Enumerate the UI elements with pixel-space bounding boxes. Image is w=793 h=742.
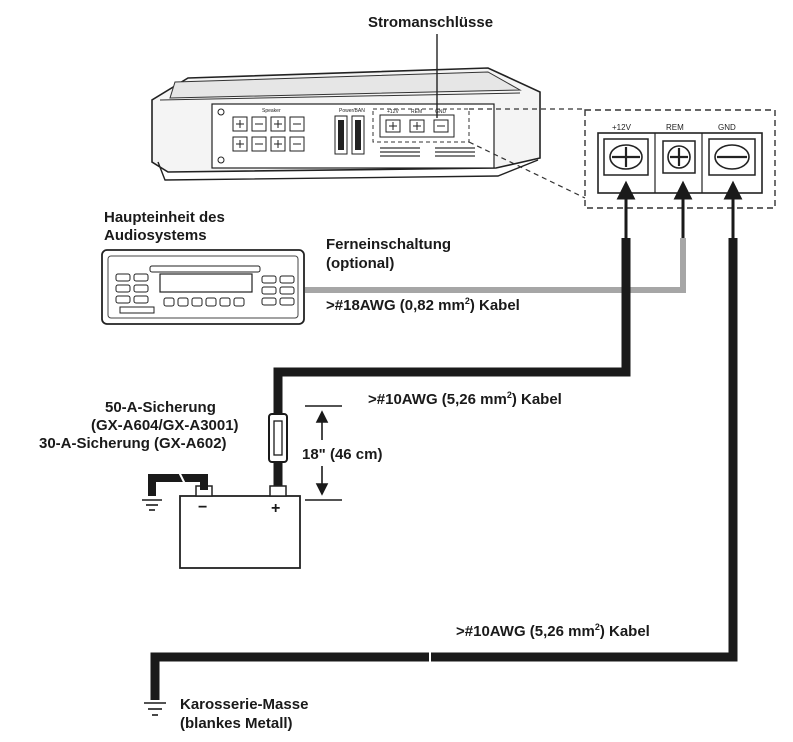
remote-wire — [305, 238, 686, 293]
ground-cable-label: >#10AWG (5,26 mm2) Kabel — [456, 622, 650, 640]
chassis-label-line1: Karosserie-Masse — [180, 696, 308, 713]
amp-small-gnd: GND — [435, 109, 447, 115]
battery — [179, 485, 301, 569]
head-unit-label-line1: Haupteinheit des — [104, 209, 225, 226]
power-cable-label: >#10AWG (5,26 mm2) Kabel — [368, 390, 562, 408]
remote-label-line1: Ferneinschaltung — [326, 236, 451, 253]
remote-label-line2: (optional) — [326, 255, 394, 272]
chassis-label-line2: (blankes Metall) — [180, 715, 293, 732]
amp-small-rem: REM — [411, 109, 422, 115]
head-unit — [101, 249, 305, 325]
fuse-label-line1: 50-A-Sicherung — [105, 399, 216, 416]
amp-speaker-terminals — [232, 116, 305, 152]
battery-ground-icon — [142, 499, 162, 511]
terminal-rem-label: REM — [666, 123, 684, 132]
inline-fuse — [268, 413, 288, 463]
amp-speaker-label: Speaker — [262, 108, 281, 114]
battery-ground-wire — [148, 474, 208, 496]
chassis-ground-icon — [144, 702, 166, 716]
battery-minus: − — [198, 499, 207, 516]
battery-ground-wire-break — [177, 469, 187, 487]
terminal-gnd-label: GND — [718, 123, 736, 132]
fuse-label-line2: (GX-A604/GX-A3001) — [91, 417, 239, 434]
amp-power-terminals — [379, 114, 455, 138]
terminal-highlight-box — [372, 108, 470, 143]
remote-cable-label: >#18AWG (0,82 mm2) Kabel — [326, 296, 520, 314]
amp-fuses — [334, 115, 365, 155]
terminal-12v-label: +12V — [612, 123, 632, 132]
zoom-line-bottom — [468, 141, 586, 199]
fuse-label-line3: 30-A-Sicherung (GX-A602) — [39, 435, 227, 452]
distance-label: 18" (46 cm) — [302, 446, 383, 463]
battery-plus: + — [271, 500, 280, 517]
head-unit-label-line2: Audiosystems — [104, 227, 207, 244]
amp-small-12v: +12V — [387, 109, 399, 115]
distance-indicator — [305, 405, 342, 501]
terminal-arrows — [616, 180, 743, 238]
amplifier: Speaker Power/BAN +12V REM GND — [151, 67, 541, 181]
power-connections-label: Stromanschlüsse — [368, 14, 493, 31]
amp-power-label: Power/BAN — [339, 108, 365, 114]
ground-wire — [150, 238, 738, 700]
